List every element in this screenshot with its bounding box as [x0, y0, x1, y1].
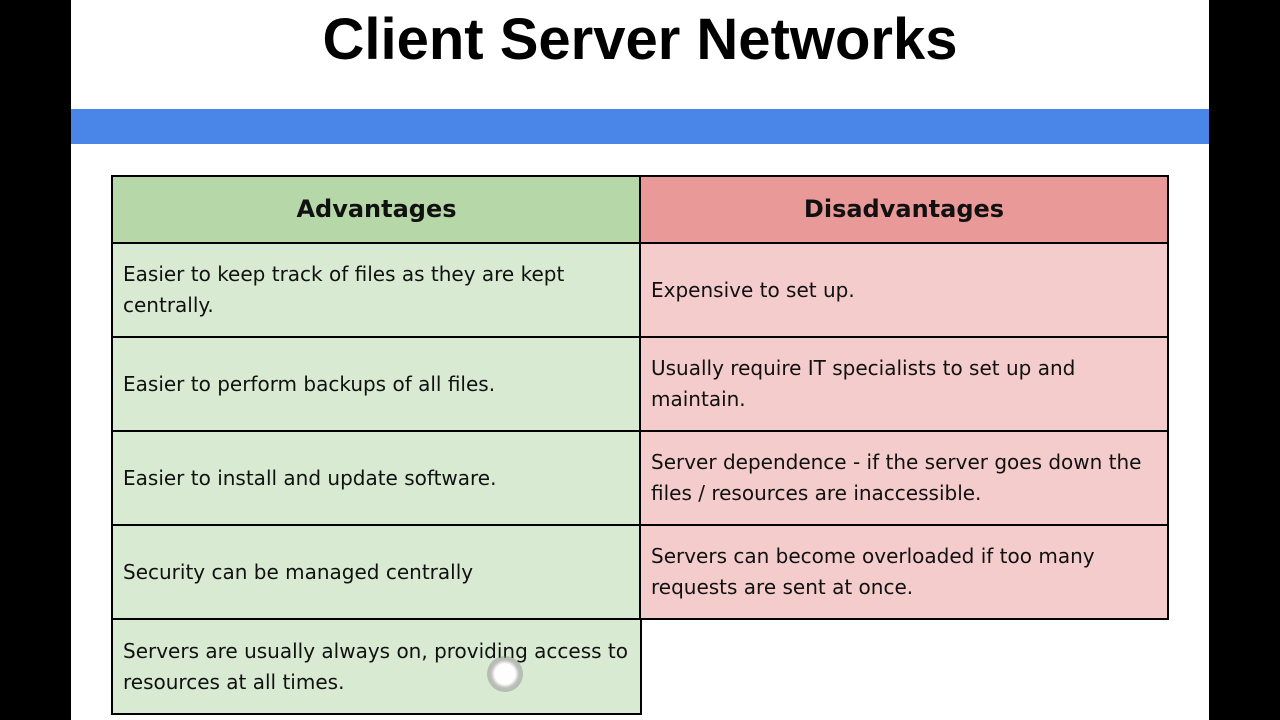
- advantage-cell: Easier to install and update software.: [111, 430, 642, 526]
- disadvantage-cell: Usually require IT specialists to set up…: [639, 336, 1169, 432]
- advantage-cell: Servers are usually always on, providing…: [111, 618, 642, 715]
- advantages-header: Advantages: [111, 175, 642, 244]
- advantage-cell: Easier to keep track of files as they ar…: [111, 242, 642, 338]
- disadvantage-cell: Server dependence - if the server goes d…: [639, 430, 1169, 526]
- mouse-cursor-icon: [487, 656, 523, 692]
- advantage-cell: Security can be managed centrally: [111, 524, 642, 620]
- slide: Client Server Networks Advantages Disadv…: [71, 0, 1209, 720]
- disadvantages-header: Disadvantages: [639, 175, 1169, 244]
- slide-title: Client Server Networks: [322, 7, 958, 72]
- disadvantage-cell: Servers can become overloaded if too man…: [639, 524, 1169, 620]
- accent-bar: [71, 109, 1209, 144]
- disadvantage-cell: Expensive to set up.: [639, 242, 1169, 338]
- advantage-cell: Easier to perform backups of all files.: [111, 336, 642, 432]
